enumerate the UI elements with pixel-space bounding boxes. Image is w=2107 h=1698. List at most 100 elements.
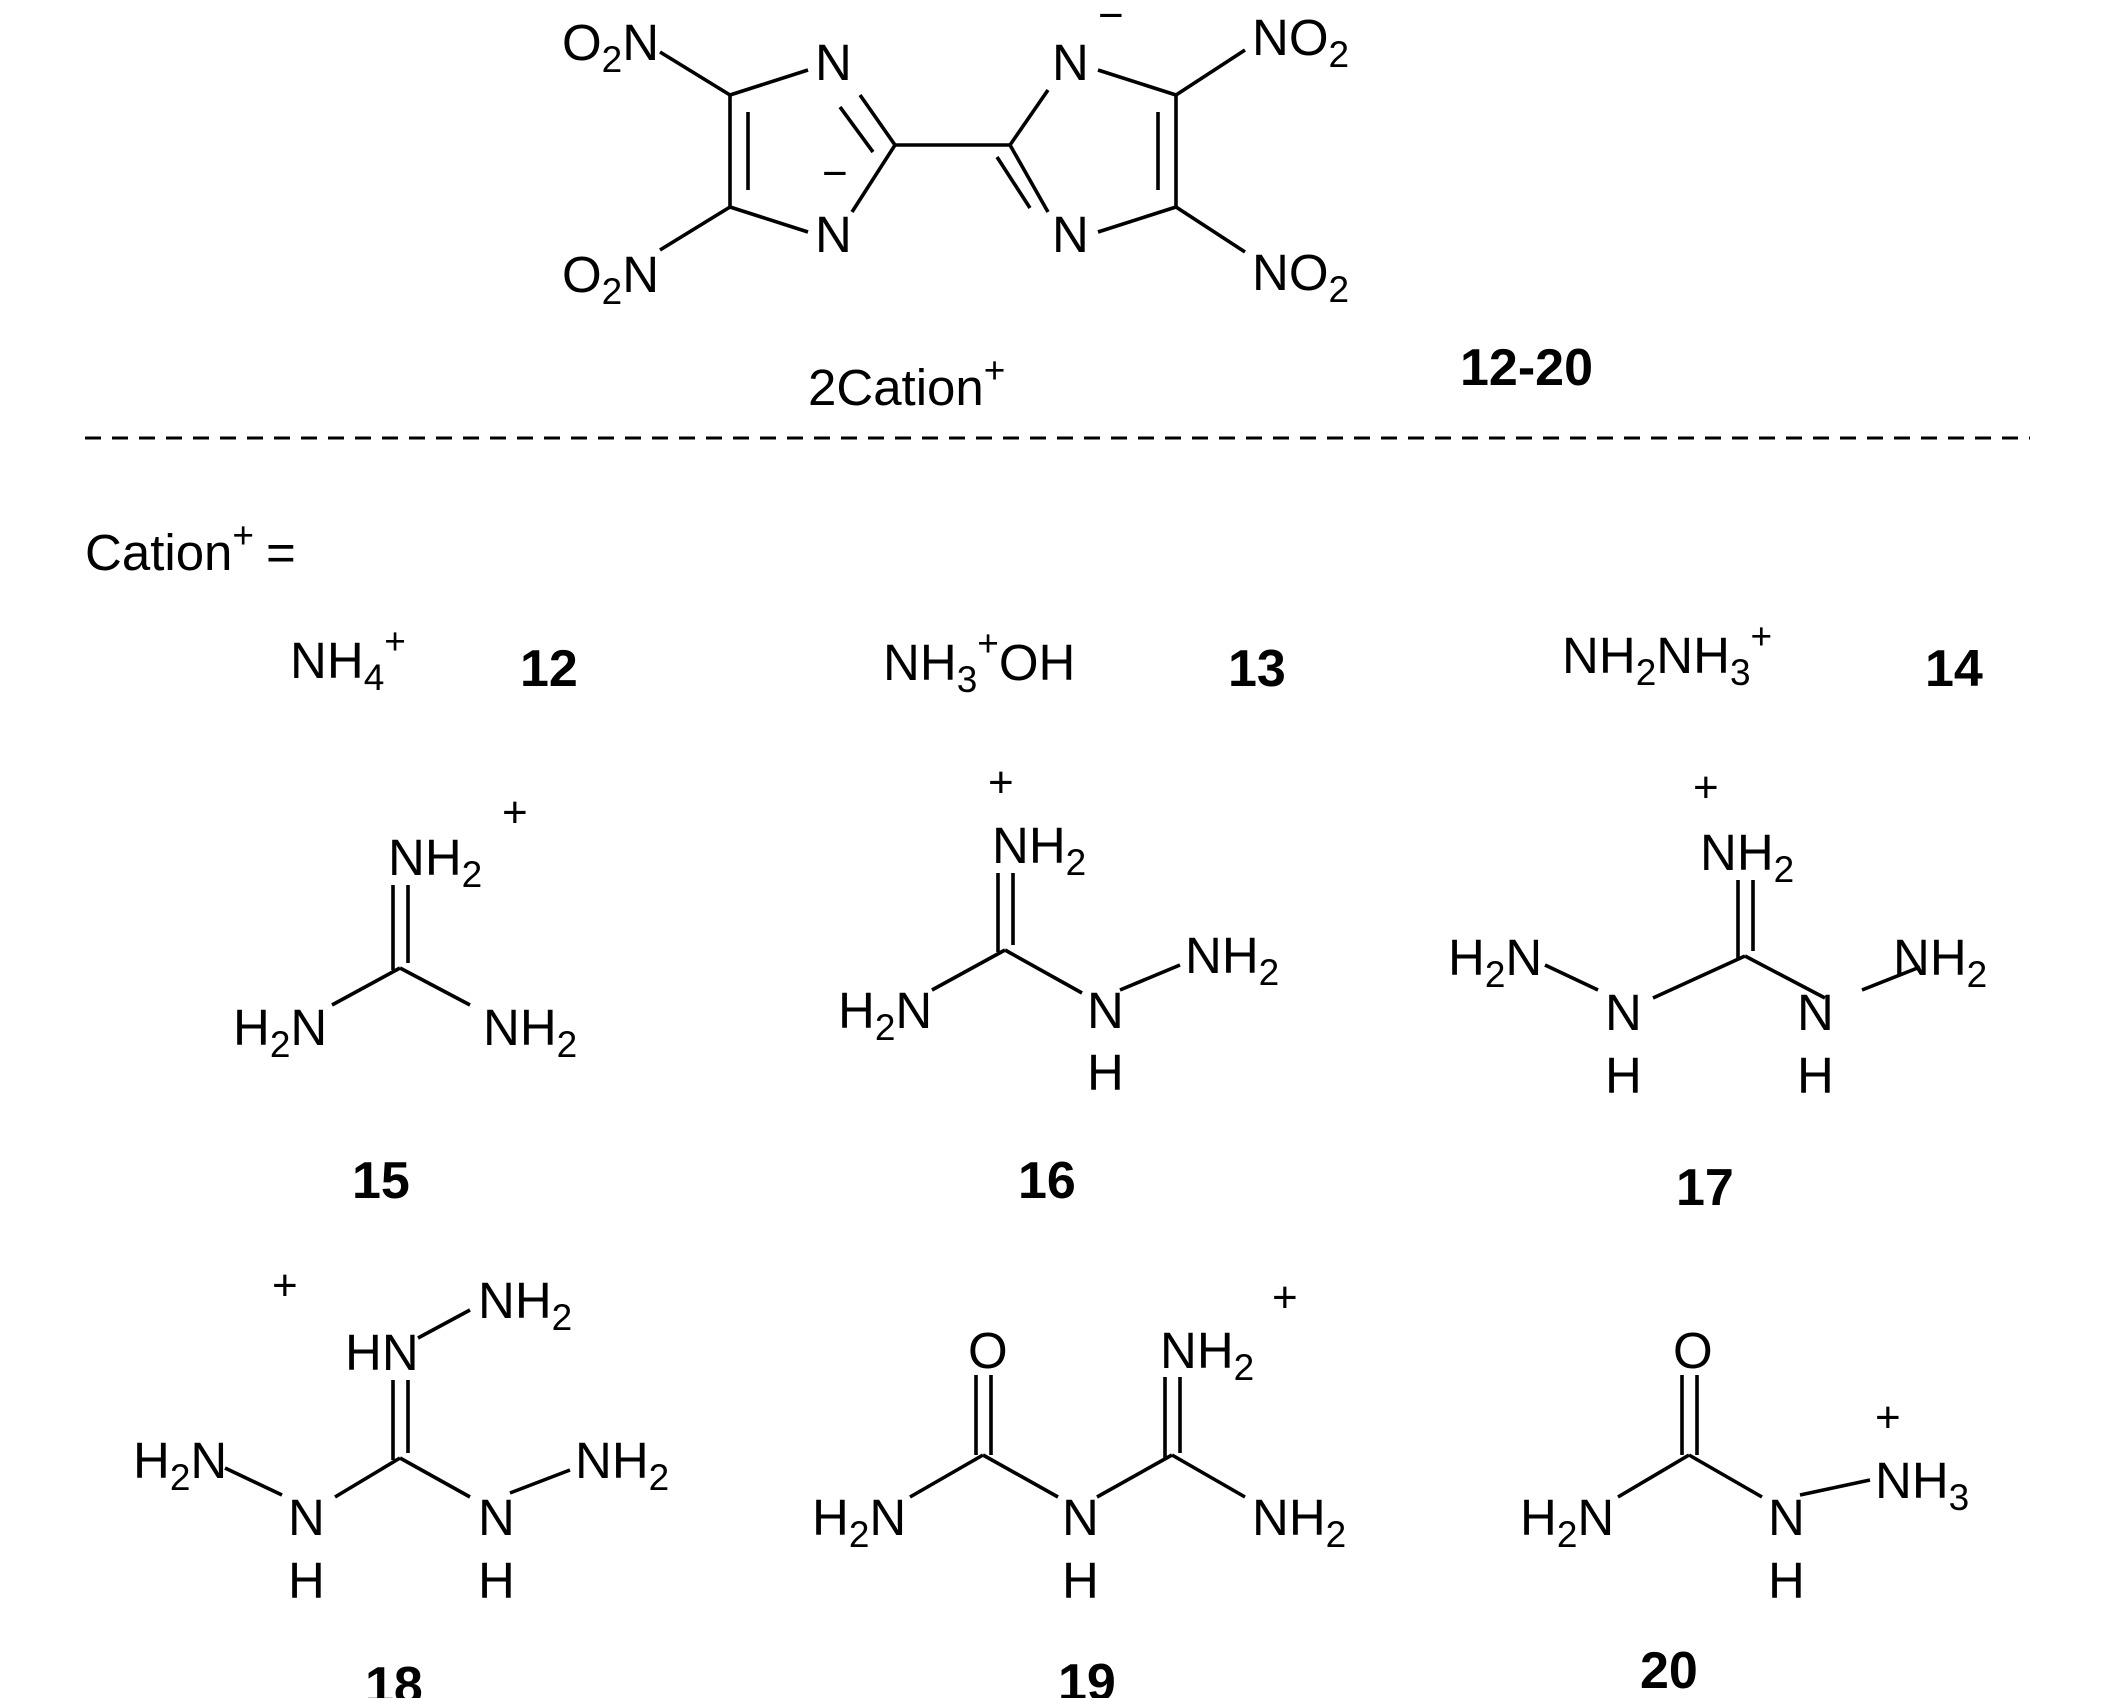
atom-o: O xyxy=(1673,1322,1713,1379)
amino-group: H2N xyxy=(233,999,327,1065)
amino-group: NH2 xyxy=(483,999,577,1065)
atom-h: H xyxy=(288,1552,325,1609)
compound-number: 12 xyxy=(520,640,578,698)
nitro-group: O2N xyxy=(562,14,659,80)
bond xyxy=(1688,1453,1763,1499)
atom-n: N xyxy=(1087,982,1124,1039)
bond xyxy=(982,1453,1059,1499)
bond xyxy=(1861,965,1921,992)
compound-number: 13 xyxy=(1228,640,1286,698)
bond xyxy=(850,144,897,213)
bond xyxy=(1799,1478,1871,1497)
amino-group: H2N xyxy=(812,1489,906,1555)
charge-plus: + xyxy=(1875,1393,1901,1442)
atom-n: N xyxy=(1052,34,1089,91)
bond xyxy=(509,1468,571,1495)
bond xyxy=(1171,1453,1246,1499)
amino-group: NH2 xyxy=(478,1272,572,1338)
amino-group: NH2 xyxy=(575,1432,669,1498)
atom-o: O xyxy=(968,1322,1008,1379)
amino-group: NH2 xyxy=(388,829,482,895)
bond xyxy=(659,205,731,252)
bond xyxy=(1096,1453,1173,1499)
cation-15: NH2 + H2N NH2 15 xyxy=(233,788,577,1210)
atom-n: N xyxy=(815,206,852,263)
cation-18: + HN NH2 H2N N H N H NH2 18 xyxy=(133,1261,669,1698)
atom-n: N xyxy=(288,1489,325,1546)
bond xyxy=(729,205,809,234)
bond xyxy=(399,966,471,1007)
nitro-group: NO2 xyxy=(1252,244,1349,310)
bond xyxy=(334,1456,401,1499)
ammonium-formula: NH4+ xyxy=(290,621,406,698)
atom-n: N xyxy=(478,1489,515,1546)
charge-plus: + xyxy=(1272,1273,1298,1322)
bond xyxy=(1617,1453,1690,1499)
bond xyxy=(331,966,401,1007)
charge-plus: + xyxy=(1693,763,1719,812)
atom-n: N xyxy=(815,34,852,91)
atom-n: N xyxy=(1605,984,1642,1041)
cation-definition-label: Cation+= xyxy=(85,515,296,581)
cation-17: + NH2 H2N N H N H NH2 17 xyxy=(1448,763,1987,1217)
atom-n: N xyxy=(1797,984,1834,1041)
bond xyxy=(1097,205,1177,234)
atom-h: H xyxy=(1087,1044,1124,1101)
bond xyxy=(909,1453,984,1499)
ammonio-group: NH3 xyxy=(1875,1452,1969,1518)
compound-range-label: 12-20 xyxy=(1460,339,1593,397)
cation-19: O NH2 + H2N N H NH2 19 xyxy=(812,1273,1346,1698)
hydrazinium-formula: NH2NH3+ xyxy=(1562,616,1772,693)
bond xyxy=(1119,963,1181,992)
bond xyxy=(659,50,731,97)
charge-plus: + xyxy=(988,758,1014,807)
bond xyxy=(1744,954,1826,1000)
atom-n: N xyxy=(1062,1489,1099,1546)
amino-group: NH2 xyxy=(1893,929,1987,995)
charge-plus: + xyxy=(502,788,528,837)
bond xyxy=(1652,954,1746,1000)
bond xyxy=(1175,205,1246,254)
bond xyxy=(1008,88,1050,147)
bond xyxy=(1097,68,1177,97)
compound-number: 15 xyxy=(352,1152,410,1210)
compound-number: 20 xyxy=(1640,1642,1698,1698)
biimidazolate-dianion: N N − N − N O2N O2N NO2 NO2 xyxy=(562,0,1349,312)
compound-number: 19 xyxy=(1058,1654,1116,1698)
charge-plus: + xyxy=(272,1261,298,1310)
compound-number: 18 xyxy=(365,1657,423,1698)
cation-14: NH2NH3+ 14 xyxy=(1562,616,1983,698)
bond xyxy=(1004,948,1083,995)
atom-h: H xyxy=(478,1552,515,1609)
bond xyxy=(1175,48,1246,97)
compound-number: 16 xyxy=(1018,1152,1076,1210)
bond xyxy=(931,948,1006,992)
amino-group: NH2 xyxy=(1700,824,1794,890)
amino-group: H2N xyxy=(838,982,932,1048)
bond xyxy=(224,1466,283,1497)
amino-group: NH2 xyxy=(1185,927,1279,993)
bond xyxy=(729,68,809,97)
atom-n: N xyxy=(1768,1489,1805,1546)
compound-number: 17 xyxy=(1676,1159,1734,1217)
cation-12: NH4+ 12 xyxy=(290,621,578,698)
bond xyxy=(1544,963,1599,992)
nitro-group: NO2 xyxy=(1252,9,1349,75)
compound-number: 14 xyxy=(1925,640,1983,698)
charge-minus: − xyxy=(1098,0,1124,40)
bond xyxy=(417,1308,471,1340)
cation-20: O + H2N N H NH3 20 xyxy=(1520,1322,1969,1698)
hydroxylammonium-formula: NH3+OH xyxy=(883,623,1075,700)
charge-minus: − xyxy=(822,149,848,198)
cation-13: NH3+OH 13 xyxy=(883,623,1286,700)
amino-group: H2N xyxy=(133,1432,227,1498)
atom-h: H xyxy=(1062,1552,1099,1609)
cation-16: + NH2 H2N N H NH2 16 xyxy=(838,758,1279,1210)
amino-group: NH2 xyxy=(1160,1322,1254,1388)
amino-group: H2N xyxy=(1448,929,1542,995)
bond xyxy=(1008,144,1050,213)
amino-group: NH2 xyxy=(1252,1489,1346,1555)
amino-group: NH2 xyxy=(992,817,1086,883)
nitro-group: O2N xyxy=(562,246,659,312)
atom-h: H xyxy=(1768,1552,1805,1609)
